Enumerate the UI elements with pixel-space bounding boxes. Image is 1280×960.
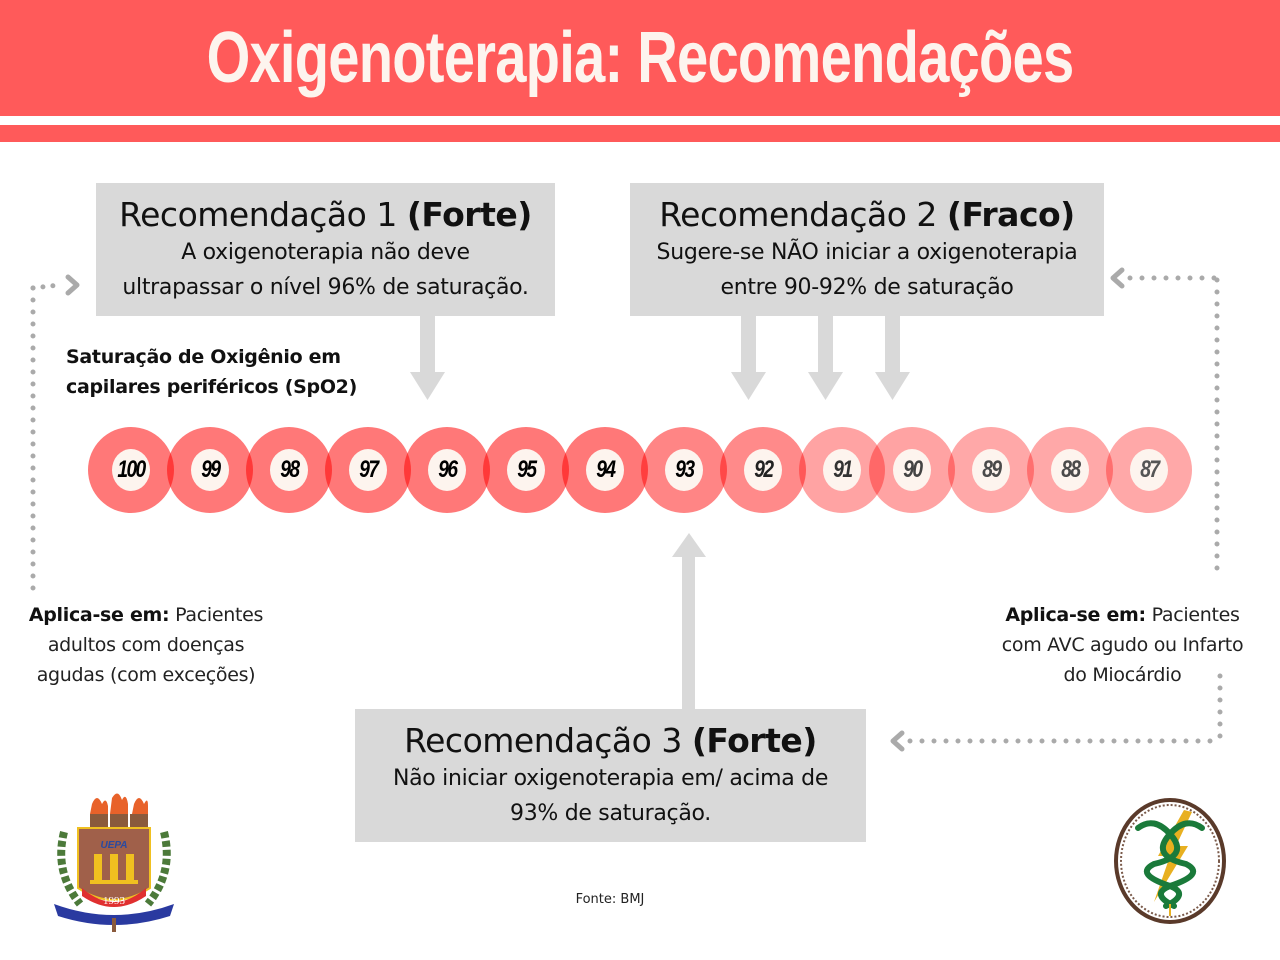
recommendation-1-description: A oxigenoterapia não deve ultrapassar o …: [122, 240, 529, 300]
university-crest-logo: UEPA 1993: [54, 793, 174, 932]
strength-badge: (Forte): [406, 195, 532, 234]
recommendation-2-description: Sugere-se NÃO iniciar a oxigenoterapia e…: [656, 240, 1078, 300]
header-banner: [0, 0, 1280, 116]
saturation-circle-94: 94: [562, 427, 648, 513]
saturation-circle-98: 98: [246, 427, 332, 513]
source-citation: Fonte: BMJ: [575, 892, 645, 907]
svg-text:UEPA: UEPA: [100, 840, 127, 851]
svg-text:1993: 1993: [103, 895, 126, 907]
saturation-value-badge: 94: [586, 449, 624, 491]
saturation-value-badge: 99: [191, 449, 229, 491]
dotted-connector-right-lower: [890, 673, 1223, 752]
applies-to-left: Aplica-se em: Pacientes adultos com doen…: [28, 604, 264, 686]
recommendation-2-box: Recomendação 2 (Fraco) Sugere-se NÃO ini…: [630, 183, 1104, 316]
recommendation-2-title: Recomendação 2 (Fraco): [659, 195, 1075, 234]
saturation-circle-92: 92: [720, 427, 806, 513]
saturation-circle-87: 87: [1106, 427, 1192, 513]
strength-badge: (Fraco): [946, 195, 1075, 234]
saturation-circle-99: 99: [167, 427, 253, 513]
saturation-value-badge: 93: [665, 449, 703, 491]
saturation-value-badge: 98: [270, 449, 308, 491]
saturation-circle-95: 95: [483, 427, 569, 513]
applies-label: Aplica-se em:: [1005, 604, 1146, 626]
saturation-value-badge: 92: [744, 449, 782, 491]
saturation-circle-93: 93: [641, 427, 727, 513]
recommendation-1-title: Recomendação 1 (Forte): [119, 195, 532, 234]
recommendation-3-box: Recomendação 3 (Forte) Não iniciar oxige…: [355, 709, 866, 842]
saturation-value-badge: 100: [112, 449, 150, 491]
arrow-down-icon: [731, 316, 910, 400]
spo2-axis-label: Saturação de Oxigênio em capilares perif…: [66, 346, 357, 398]
saturation-value-badge: 95: [507, 449, 545, 491]
saturation-value-badge: 97: [349, 449, 387, 491]
recommendation-1-box: Recomendação 1 (Forte) A oxigenoterapia …: [96, 183, 555, 316]
recommendation-3-title: Recomendação 3 (Forte): [404, 721, 817, 760]
saturation-circle-100: 100: [88, 427, 174, 513]
saturation-circle-88: 88: [1027, 427, 1113, 513]
saturation-circle-91: 91: [799, 427, 885, 513]
saturation-circle-89: 89: [948, 427, 1034, 513]
header-stripe: [0, 125, 1280, 142]
applies-label: Aplica-se em:: [28, 604, 170, 626]
saturation-value-badge: 88: [1051, 449, 1089, 491]
applies-to-right: Aplica-se em: Pacientes com AVC agudo ou…: [1001, 604, 1244, 686]
saturation-value-badge: 96: [428, 449, 466, 491]
arrow-up-icon: [672, 533, 706, 709]
saturation-value-badge: 91: [823, 449, 861, 491]
saturation-value-badge: 87: [1130, 449, 1168, 491]
saturation-value-badge: 90: [893, 449, 931, 491]
dotted-connector-right-upper: [1110, 267, 1220, 573]
medicine-caduceus-logo: [1114, 798, 1226, 924]
saturation-value-badge: 89: [972, 449, 1010, 491]
page-title: Oxigenoterapia: Recomendações: [206, 18, 1075, 98]
saturation-circle-90: 90: [869, 427, 955, 513]
dotted-connector-left: [30, 274, 80, 593]
saturation-circle-97: 97: [325, 427, 411, 513]
arrow-down-icon: [410, 316, 445, 400]
recommendation-3-description: Não iniciar oxigenoterapia em/ acima de …: [392, 766, 829, 826]
strength-badge: (Forte): [691, 721, 817, 760]
saturation-circle-96: 96: [404, 427, 490, 513]
